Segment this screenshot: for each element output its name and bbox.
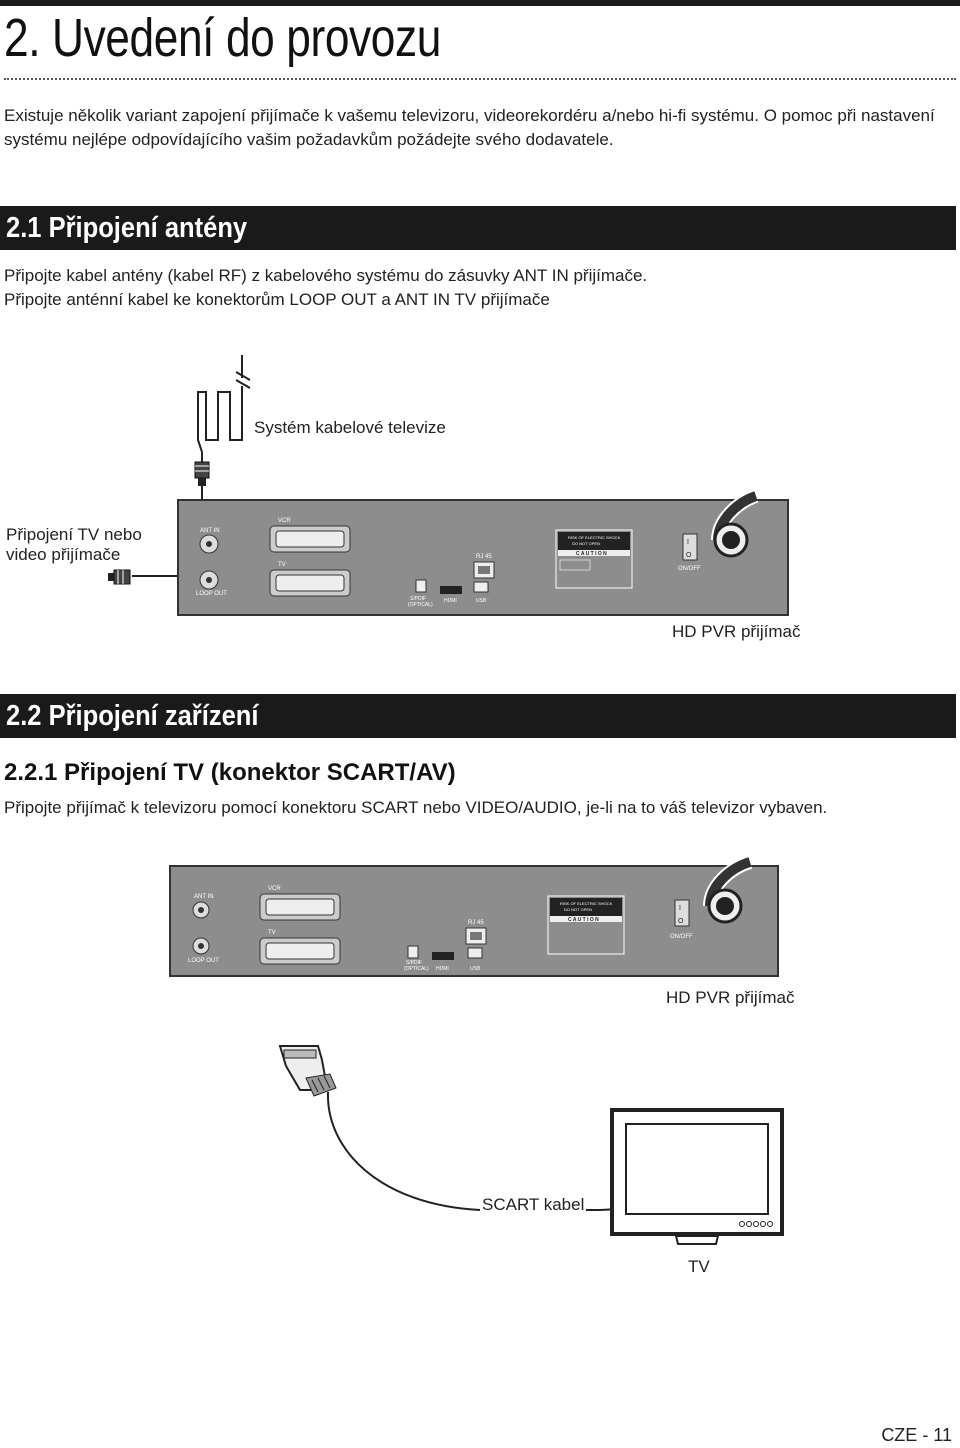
caution-text: C A U T I O N xyxy=(576,551,607,557)
section-heading-text: 2.1 Připojení antény xyxy=(6,212,248,244)
warning-text-2-2: DO NOT OPEN xyxy=(564,907,592,912)
antenna-instruction-1: Připojte kabel antény (kabel RF) z kabel… xyxy=(4,266,648,285)
receiver-rear-panel-2: ANT IN LOOP OUT VCR TV S/PDIF (OPTICAL) … xyxy=(169,855,779,977)
rf-plug-output-icon xyxy=(108,569,131,585)
switch-on-mark-2: I xyxy=(679,905,681,912)
warning-text-2: DO NOT OPEN xyxy=(572,541,600,546)
section-heading-antenna: 2.1 Připojení antény xyxy=(0,206,956,250)
cable-system-label: Systém kabelové televize xyxy=(254,418,446,437)
loop-out-label-2: LOOP OUT xyxy=(188,958,219,964)
switch-off-mark: O xyxy=(686,552,692,559)
loop-out-label: LOOP OUT xyxy=(196,591,227,597)
rj45-label-2: RJ 45 xyxy=(468,920,484,926)
hdmi-label: HDMI xyxy=(444,598,457,604)
section-heading-devices: 2.2 Připojení zařízení xyxy=(0,694,956,738)
receiver-label-2: HD PVR přijímač xyxy=(666,988,795,1007)
optical-label-2: (OPTICAL) xyxy=(404,966,429,972)
usb-label-2: USB xyxy=(470,966,481,972)
subsection-heading: 2.2.1 Připojení TV (konektor SCART/AV) xyxy=(4,759,456,786)
tv-scart-label: TV xyxy=(278,562,286,568)
antenna-instruction-2: Připojte anténní kabel ke konektorům LOO… xyxy=(4,290,550,309)
caution-text-2: C A U T I O N xyxy=(568,917,599,923)
receiver-label-1: HD PVR přijímač xyxy=(672,622,801,641)
warning-text-1: RISK OF ELECTRIC SHOCK xyxy=(568,535,621,540)
rf-plug-icon xyxy=(194,461,210,486)
usb-label: USB xyxy=(476,598,487,604)
top-rule xyxy=(0,0,960,6)
connect-tv-label-1: Připojení TV nebo xyxy=(6,525,142,544)
dotted-divider xyxy=(4,78,956,80)
intro-paragraph: Existuje několik variant zapojení přijím… xyxy=(4,106,935,149)
scart-cable-label: SCART kabel xyxy=(480,1195,587,1215)
tv-scart-label-2: TV xyxy=(268,930,276,936)
scart-instruction: Připojte přijímač k televizoru pomocí ko… xyxy=(4,798,828,817)
rj45-label: RJ 45 xyxy=(476,554,492,560)
tv-icon xyxy=(610,1108,784,1245)
scart-plug-icon xyxy=(278,1045,337,1097)
hdmi-label-2: HDMI xyxy=(436,966,449,972)
optical-label: (OPTICAL) xyxy=(408,602,433,608)
tv-label: TV xyxy=(688,1257,710,1276)
receiver-rear-panel: ANT IN LOOP OUT VCR TV S/PDIF (OPTICAL) … xyxy=(177,489,789,616)
spdif-label: S/PDIF xyxy=(410,596,426,602)
onoff-label-2: ON/OFF xyxy=(670,934,693,940)
cable-system-icon xyxy=(197,355,251,462)
ant-in-label-2: ANT IN xyxy=(194,894,214,900)
vcr-label-2: VCR xyxy=(268,886,281,892)
warning-text-1-2: RISK OF ELECTRIC SHOCK xyxy=(560,901,613,906)
spdif-label-2: S/PDIF xyxy=(406,960,422,966)
switch-off-mark-2: O xyxy=(678,918,684,925)
page-number: CZE - 11 xyxy=(881,1425,952,1445)
section-heading-text-2: 2.2 Připojení zařízení xyxy=(6,700,259,732)
vcr-label: VCR xyxy=(278,518,291,524)
switch-on-mark: I xyxy=(687,539,689,546)
page-title: 2. Uvedení do provozu xyxy=(4,8,441,68)
connect-tv-label-2: video přijímače xyxy=(6,545,121,564)
ant-in-label: ANT IN xyxy=(200,528,220,534)
onoff-label: ON/OFF xyxy=(678,566,701,572)
